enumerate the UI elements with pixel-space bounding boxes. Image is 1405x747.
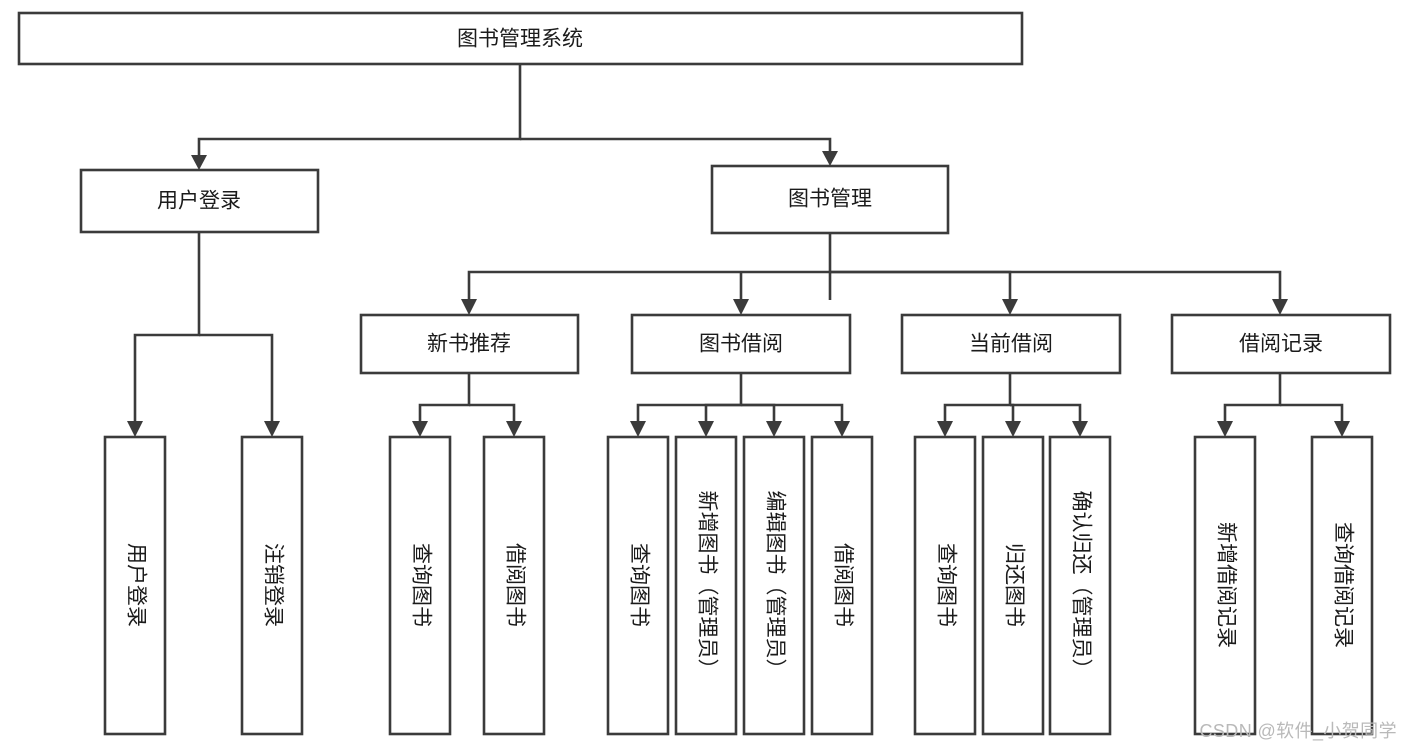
edge-book-manage-to-l3-4	[830, 270, 1282, 300]
leaf-label-user-login-1: 用户登录	[124, 543, 147, 627]
arrowhead-record-leaf-2	[1334, 421, 1350, 437]
edge-record-to-leaf-1	[1223, 373, 1282, 422]
arrowhead-current-leaf-3	[1072, 421, 1088, 437]
arrowhead-borrow-leaf-1	[630, 421, 646, 437]
leaf-node[interactable]: 新增图书（管理员）	[674, 435, 738, 736]
leaf-box-borrow-record-2[interactable]	[1310, 435, 1374, 736]
node-root-box[interactable]	[17, 11, 1024, 66]
edge-record-to-leaf-2	[1280, 403, 1344, 422]
arrowhead-l3-1	[461, 299, 477, 315]
node-book-manage[interactable]: 图书管理	[710, 164, 950, 235]
leaf-label-current-borrow-2: 归还图书	[1002, 543, 1025, 627]
arrowhead-record-leaf-1	[1217, 421, 1233, 437]
arrowhead-newbook-leaf-1	[412, 421, 428, 437]
edge-current-to-leaf-3	[1010, 403, 1082, 422]
edge-book-manage-to-l3-1	[467, 233, 832, 300]
leaf-box-new-book-2[interactable]	[482, 435, 546, 736]
edge-borrow-to-leaf-4	[741, 403, 844, 422]
arrowhead-book-manage	[822, 151, 838, 166]
leaf-label-book-borrow-3: 编辑图书（管理员）	[763, 491, 786, 680]
leaf-box-current-borrow-1[interactable]	[913, 435, 977, 736]
leaf-box-book-borrow-3[interactable]	[742, 435, 806, 736]
edge-newbook-to-leaf-1	[418, 373, 471, 422]
leaf-node[interactable]: 查询图书	[606, 435, 670, 736]
leaf-label-user-login-2: 注销登录	[261, 543, 284, 627]
leaf-node[interactable]: 借阅图书	[810, 435, 874, 736]
node-new-book-recommend-box[interactable]	[359, 313, 580, 375]
leaf-node[interactable]: 查询图书	[388, 435, 452, 736]
arrowhead-borrow-leaf-3	[766, 421, 782, 437]
leaf-label-borrow-record-2: 查询借阅记录	[1331, 522, 1354, 648]
edge-current-to-leaf-1	[943, 373, 1012, 422]
arrowhead-l3-4	[1272, 299, 1288, 315]
node-root-label: 图书管理系统	[457, 28, 583, 51]
leaf-label-borrow-record-1: 新增借阅记录	[1214, 522, 1237, 648]
leaf-label-book-borrow-2: 新增图书（管理员）	[695, 491, 718, 680]
arrowhead-l3-3	[1002, 299, 1018, 315]
node-current-borrow-box[interactable]	[900, 313, 1122, 375]
node-current-borrow[interactable]: 当前借阅	[900, 313, 1122, 375]
leaf-box-current-borrow-2[interactable]	[981, 435, 1045, 736]
node-book-manage-box[interactable]	[710, 164, 950, 235]
leaf-label-new-book-1: 查询图书	[409, 543, 432, 627]
edge-current-to-leaf-2	[1010, 403, 1015, 422]
edge-root-to-user-login	[197, 64, 522, 156]
leaf-box-book-borrow-1[interactable]	[606, 435, 670, 736]
node-book-borrow[interactable]: 图书借阅	[630, 313, 852, 375]
leaf-box-borrow-record-1[interactable]	[1193, 435, 1257, 736]
edge-borrow-to-leaf-2	[704, 403, 741, 422]
node-current-borrow-label: 当前借阅	[969, 333, 1053, 356]
edge-borrow-to-leaf-3	[741, 403, 776, 422]
leaf-box-current-borrow-3[interactable]	[1048, 435, 1112, 736]
edge-newbook-to-leaf-2	[469, 403, 516, 422]
leaf-box-user-login-2[interactable]	[240, 435, 304, 736]
arrowhead-borrow-leaf-2	[698, 421, 714, 437]
leaf-node[interactable]: 查询图书	[913, 435, 977, 736]
node-new-book-recommend-label: 新书推荐	[427, 333, 511, 356]
leaf-box-book-borrow-4[interactable]	[810, 435, 874, 736]
node-borrow-record[interactable]: 借阅记录	[1170, 313, 1392, 375]
arrowhead-user-login-leaf-1	[127, 421, 143, 437]
leaf-node[interactable]: 新增借阅记录	[1193, 435, 1257, 736]
arrowhead-borrow-leaf-4	[834, 421, 850, 437]
node-borrow-record-box[interactable]	[1170, 313, 1392, 375]
leaf-label-book-borrow-4: 借阅图书	[831, 543, 854, 627]
leaf-label-new-book-2: 借阅图书	[503, 543, 526, 627]
leaf-label-current-borrow-3: 确认归还（管理员）	[1069, 491, 1092, 680]
leaf-node[interactable]: 查询借阅记录	[1310, 435, 1374, 736]
node-user-login-box[interactable]	[79, 168, 320, 234]
leaf-node[interactable]: 编辑图书（管理员）	[742, 435, 806, 736]
edge-user-login-to-leaf-1	[133, 232, 201, 422]
node-book-manage-label: 图书管理	[788, 188, 872, 211]
leaf-box-user-login-1[interactable]	[103, 435, 167, 736]
leaf-label-current-borrow-1: 查询图书	[934, 543, 957, 627]
arrowhead-user-login-leaf-2	[264, 421, 280, 437]
arrowhead-current-leaf-2	[1005, 421, 1021, 437]
leaf-node[interactable]: 归还图书	[981, 435, 1045, 736]
edge-root-to-book-manage	[520, 137, 832, 152]
leaf-box-book-borrow-2[interactable]	[674, 435, 738, 736]
arrowhead-newbook-leaf-2	[506, 421, 522, 437]
node-book-borrow-label: 图书借阅	[699, 333, 783, 356]
edge-borrow-to-leaf-1	[636, 373, 743, 422]
leaf-node[interactable]: 借阅图书	[482, 435, 546, 736]
node-user-login[interactable]: 用户登录	[79, 168, 320, 234]
edges-layer	[127, 64, 1350, 437]
node-borrow-record-label: 借阅记录	[1239, 333, 1323, 356]
leaf-node[interactable]: 用户登录	[103, 435, 167, 736]
arrowhead-l3-2	[733, 299, 749, 315]
node-new-book-recommend[interactable]: 新书推荐	[359, 313, 580, 375]
edge-user-login-to-leaf-2	[199, 333, 274, 422]
leaf-label-book-borrow-1: 查询图书	[627, 543, 650, 627]
arrowhead-user-login	[191, 155, 207, 170]
leaf-node[interactable]: 确认归还（管理员）	[1048, 435, 1112, 736]
node-book-borrow-box[interactable]	[630, 313, 852, 375]
node-root[interactable]: 图书管理系统	[17, 11, 1024, 66]
node-user-login-label: 用户登录	[157, 190, 241, 213]
arrowhead-current-leaf-1	[937, 421, 953, 437]
edge-book-manage-to-l3-3	[830, 270, 1012, 300]
leaf-box-new-book-1[interactable]	[388, 435, 452, 736]
leaf-node[interactable]: 注销登录	[240, 435, 304, 736]
